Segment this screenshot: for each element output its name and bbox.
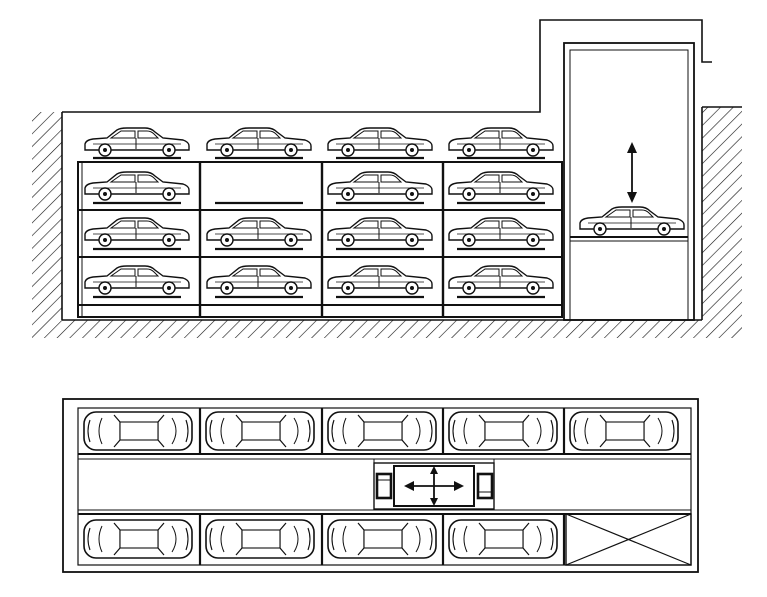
elevation-car-top-2 — [206, 127, 312, 157]
plan-car-bottom-4 — [448, 519, 558, 559]
four-way-arrow-icon — [404, 466, 464, 506]
plan-car-bottom-1 — [83, 519, 193, 559]
elevation-car-r1-c4 — [448, 171, 554, 201]
plan-car-top-3 — [327, 411, 437, 451]
plan-cars — [83, 411, 679, 559]
elevation-car-r2-c3 — [327, 217, 433, 247]
plan-car-top-4 — [448, 411, 558, 451]
cross-icon — [565, 513, 692, 566]
elevation-car-top-4 — [448, 127, 554, 157]
elevation-car-lift — [579, 206, 685, 236]
plan-car-top-2 — [205, 411, 315, 451]
plan-car-top-1 — [83, 411, 193, 451]
building-outline — [62, 19, 712, 113]
ground-hatch-base — [62, 320, 702, 338]
ground-hatch-right — [702, 107, 742, 338]
plan-outer-wall — [62, 398, 699, 573]
plan-car-bottom-2 — [205, 519, 315, 559]
elevation-section — [32, 19, 742, 338]
elevation-car-r3-c1 — [84, 265, 190, 295]
elevation-car-r1-c3 — [327, 171, 433, 201]
lift-platform — [570, 236, 688, 242]
elevation-car-r1-c1 — [84, 171, 190, 201]
plan-car-top-5 — [569, 411, 679, 451]
plan-inner-wall — [77, 407, 692, 566]
elevation-car-top-1 — [84, 127, 190, 157]
elevation-car-r3-c4 — [448, 265, 554, 295]
lift-shaft — [563, 42, 695, 321]
elevation-car-r2-c4 — [448, 217, 554, 247]
elevation-cars — [84, 127, 685, 299]
ground-hatch-left — [32, 112, 62, 338]
elevation-car-r2-c1 — [84, 217, 190, 247]
plan-top-stalls — [78, 408, 691, 460]
elevation-car-r3-c3 — [327, 265, 433, 295]
elevation-car-r3-c2 — [206, 265, 312, 295]
parking-rack — [77, 161, 563, 318]
vertical-arrow-icon — [627, 142, 637, 203]
elevation-car-top-3 — [327, 127, 433, 157]
plan-car-bottom-3 — [327, 519, 437, 559]
plan-section — [62, 398, 699, 573]
elevation-car-r2-c2 — [206, 217, 312, 247]
